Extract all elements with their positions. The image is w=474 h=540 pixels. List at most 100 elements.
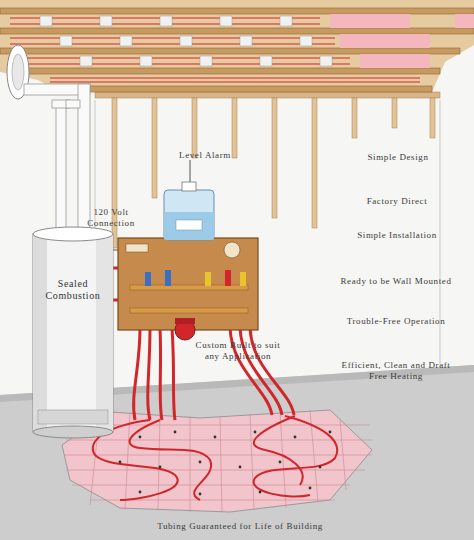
feature-label: 120 Volt Connection	[78, 207, 144, 229]
ceiling-joists	[40, 16, 52, 26]
floor-tubing-grid	[254, 416, 338, 496]
expansion-reservoir	[176, 220, 202, 230]
node-label: Sealed Combustion	[36, 278, 110, 302]
supply-pipes	[134, 328, 140, 420]
feature-label: Level Alarm	[170, 150, 240, 161]
ceiling-joists	[0, 48, 460, 54]
floor-tubing-grid	[254, 431, 257, 434]
supply-pipes	[148, 328, 150, 420]
ceiling-joists	[320, 56, 332, 66]
floor-tubing-grid	[72, 485, 350, 486]
floor-tubing-grid	[239, 466, 242, 469]
ceiling-joists	[20, 68, 440, 74]
water-heater-outline	[38, 410, 108, 424]
floor-tubing-grid	[125, 412, 130, 510]
water-heater-outline	[33, 227, 113, 241]
control-panel	[165, 270, 171, 286]
floor-tubing-grid	[64, 455, 372, 456]
floor-tubing-grid	[254, 416, 303, 485]
floor-tubing-grid	[259, 491, 262, 494]
water-heater-outline	[33, 426, 113, 438]
water-heater-outline	[33, 234, 113, 432]
feature-label: Custom Built to suit any Application	[190, 340, 286, 362]
floor-tubing-grid	[66, 440, 372, 441]
wall-framing	[192, 98, 197, 158]
control-panel	[145, 272, 151, 286]
floor-tubing-grid	[280, 412, 286, 508]
feature-label: Factory Direct	[352, 196, 442, 207]
expansion-reservoir	[164, 190, 214, 240]
expansion-reservoir	[182, 182, 196, 191]
floor-tubing-grid	[66, 470, 365, 471]
ceiling-joists	[180, 36, 192, 46]
floor-tubing-grid	[119, 461, 122, 464]
water-heater-outline	[96, 234, 113, 432]
floor-tubing-grid	[294, 436, 297, 439]
wall-framing	[440, 100, 441, 368]
ceiling-joists	[140, 56, 152, 66]
control-panel	[240, 272, 246, 286]
ceiling-joists	[240, 36, 252, 46]
wall-framing	[272, 98, 277, 218]
wall-framing	[392, 98, 397, 128]
control-panel	[118, 238, 258, 330]
floor-tubing-grid	[214, 436, 217, 439]
water-heater: Sealed Combustion	[32, 226, 114, 440]
wall-framing	[430, 98, 435, 138]
ceiling-joists	[0, 8, 474, 92]
floor-tubing-grid	[130, 420, 212, 500]
floor-tubing-grid	[220, 416, 222, 512]
ceiling-joists	[260, 56, 272, 66]
floor-tubing-grid	[159, 466, 162, 469]
ceiling-joists	[340, 34, 430, 48]
wall-framing	[352, 98, 357, 138]
water-heater-outline	[33, 234, 47, 432]
wall-framing	[95, 92, 440, 390]
floor-tubing-grid	[93, 416, 337, 500]
vent-pipe	[56, 105, 66, 233]
control-panel	[130, 308, 248, 313]
floor-tubing-grid	[190, 416, 191, 512]
ceiling-joists	[330, 14, 410, 28]
ceiling-joists	[40, 16, 332, 66]
water-heater-outline	[32, 226, 114, 440]
feature-label: Tubing Guaranteed for Life of Building	[90, 521, 390, 532]
ceiling-joists	[360, 54, 430, 68]
floor-tubing-grid	[279, 461, 282, 464]
ceiling-joists	[60, 36, 72, 46]
ceiling-joists	[60, 86, 432, 92]
control-panel	[126, 244, 148, 252]
ceiling-joists	[220, 16, 232, 26]
wall-framing	[152, 98, 157, 198]
ceiling-joists	[280, 16, 292, 26]
wall-framing	[95, 92, 440, 98]
ceiling-joists	[200, 56, 212, 66]
ceiling-joists	[455, 14, 474, 28]
control-panel	[118, 238, 258, 340]
feature-label: Trouble-Free Operation	[336, 316, 456, 327]
ceiling-joists	[100, 16, 112, 26]
ceiling-joists	[0, 0, 474, 92]
supply-pipes	[172, 328, 175, 420]
floor-tubing-grid	[158, 414, 160, 510]
floor-tubing-grid	[340, 420, 346, 490]
ceiling-joists	[80, 56, 92, 66]
vent-pipe	[12, 54, 24, 90]
wall-framing	[112, 98, 435, 248]
ceiling-joists	[10, 18, 420, 82]
control-panel	[225, 270, 231, 286]
expansion-reservoir	[164, 212, 214, 240]
wall-framing	[312, 98, 317, 228]
floor-tubing-grid	[174, 431, 177, 434]
supply-pipes	[160, 328, 162, 420]
floor-tubing-grid	[309, 487, 312, 490]
ceiling-joists	[120, 36, 132, 46]
floor-tubing-grid	[199, 461, 202, 464]
wall-framing	[232, 98, 237, 158]
floor-tubing-grid	[104, 431, 332, 496]
feature-label: Efficient, Clean and Draft Free Heating	[336, 360, 456, 382]
ceiling-joists	[0, 28, 474, 34]
vent-pipe	[66, 100, 80, 108]
feature-label: Simple Design	[358, 152, 438, 163]
feature-label: Ready to be Wall Mounted	[336, 276, 456, 287]
